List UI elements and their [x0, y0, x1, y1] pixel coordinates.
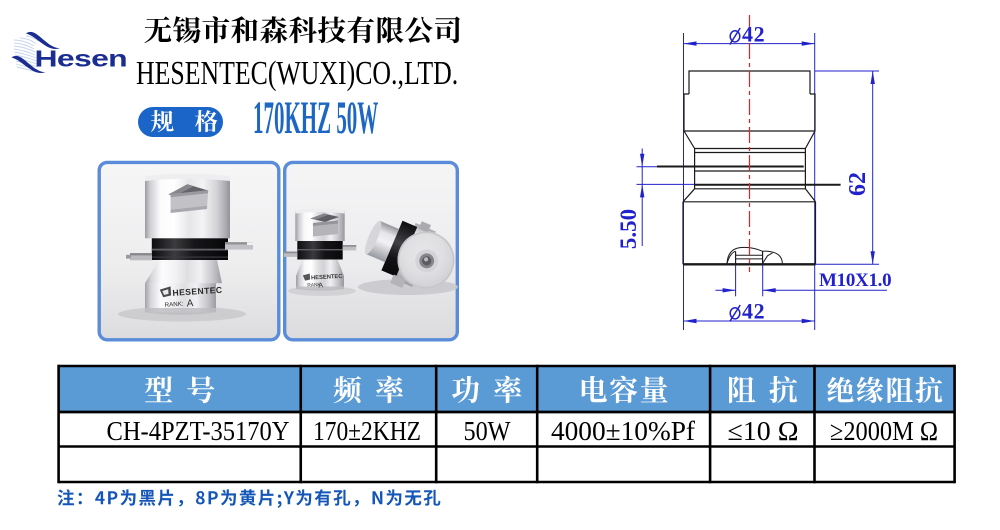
svg-text:42: 42 — [742, 299, 765, 324]
svg-text:RANK:: RANK: — [164, 301, 184, 309]
svg-text:A: A — [186, 298, 194, 309]
svg-text:HESENTEC: HESENTEC — [311, 274, 344, 282]
svg-text:62: 62 — [845, 172, 871, 196]
svg-text:HESENTEC: HESENTEC — [172, 285, 223, 298]
svg-text:5.50: 5.50 — [616, 209, 641, 249]
svg-text:42: 42 — [742, 22, 765, 47]
svg-text:Hesen: Hesen — [35, 46, 128, 72]
svg-text:A: A — [318, 282, 323, 289]
svg-text:M10X1.0: M10X1.0 — [819, 270, 891, 291]
svg-text:RANK:: RANK: — [307, 282, 322, 289]
